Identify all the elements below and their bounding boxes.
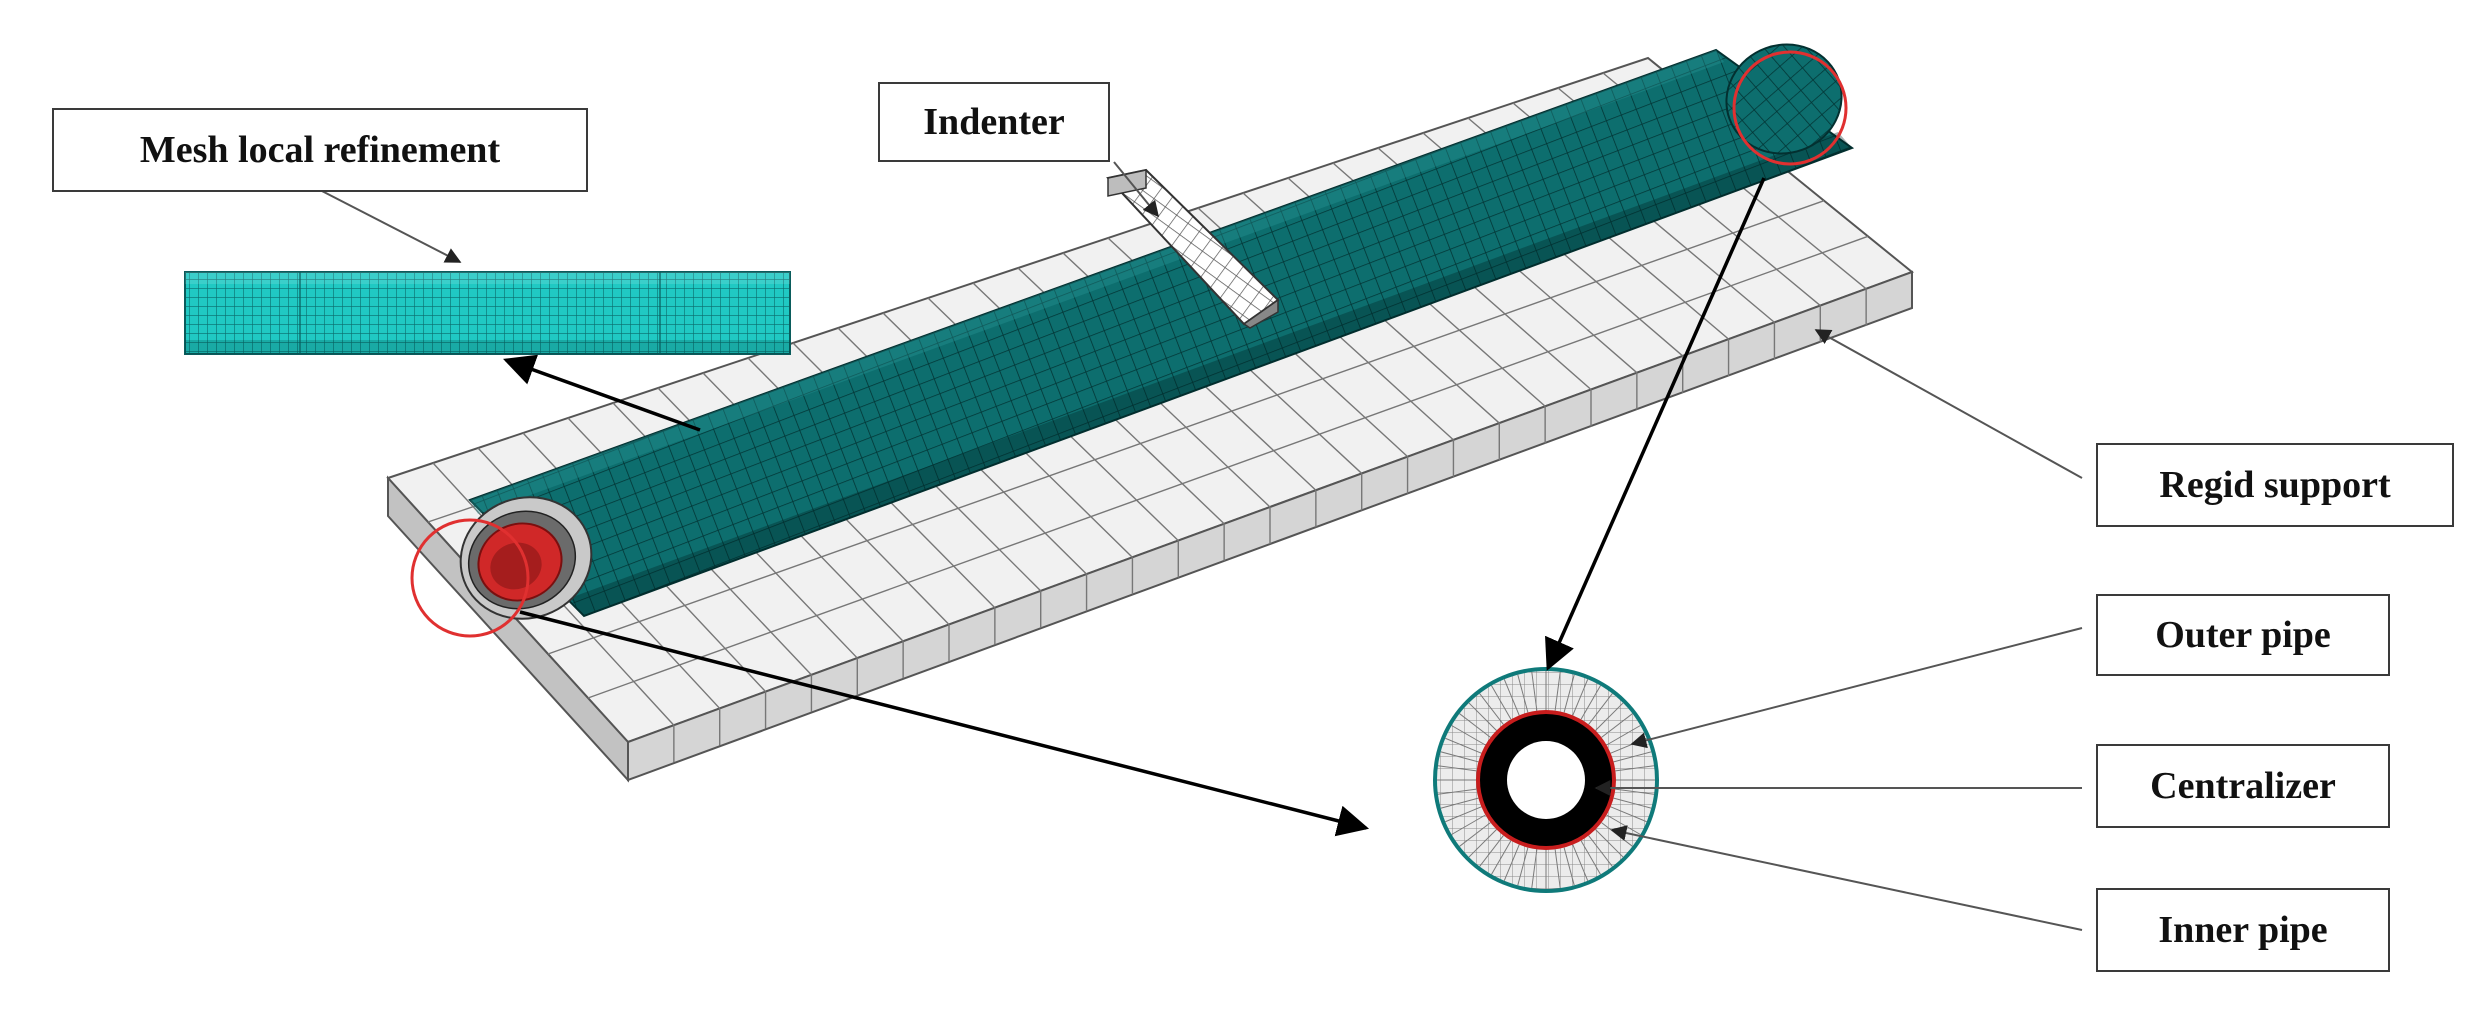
highlight-circle-left xyxy=(410,518,530,638)
arrow-left-end-to-section xyxy=(519,610,1370,837)
highlight-circle-right xyxy=(1732,50,1848,166)
arrow-rigid-support xyxy=(1814,329,2083,479)
arrow-mesh-to-inset xyxy=(319,189,462,263)
refined-mesh-inset xyxy=(184,271,791,355)
label-rigid-support: Regid support xyxy=(2096,443,2454,527)
label-centralizer-text: Centralizer xyxy=(2150,765,2336,807)
label-inner-pipe-text: Inner pipe xyxy=(2158,909,2328,951)
label-centralizer: Centralizer xyxy=(2096,744,2390,828)
cross-section-view xyxy=(1433,667,1659,893)
leader-arrows xyxy=(319,161,2083,931)
outer-pipe-mesh xyxy=(459,43,1855,620)
arrow-pipe-to-inset xyxy=(503,354,701,432)
label-rigid-support-text: Regid support xyxy=(2159,464,2391,506)
arrow-right-end-to-section xyxy=(1545,177,1766,671)
label-inner-pipe: Inner pipe xyxy=(2096,888,2390,972)
label-outer-pipe-text: Outer pipe xyxy=(2155,614,2331,656)
highlight-circles xyxy=(410,50,1848,638)
arrow-outer-pipe xyxy=(1630,627,2083,749)
arrow-inner-pipe xyxy=(1610,825,2083,931)
label-outer-pipe: Outer pipe xyxy=(2096,594,2390,676)
label-indenter-text: Indenter xyxy=(923,101,1065,143)
label-indenter: Indenter xyxy=(878,82,1110,162)
arrow-indenter xyxy=(1113,161,1160,218)
label-mesh-local-refinement: Mesh local refinement xyxy=(52,108,588,192)
label-mesh-local-refinement-text: Mesh local refinement xyxy=(139,129,501,171)
